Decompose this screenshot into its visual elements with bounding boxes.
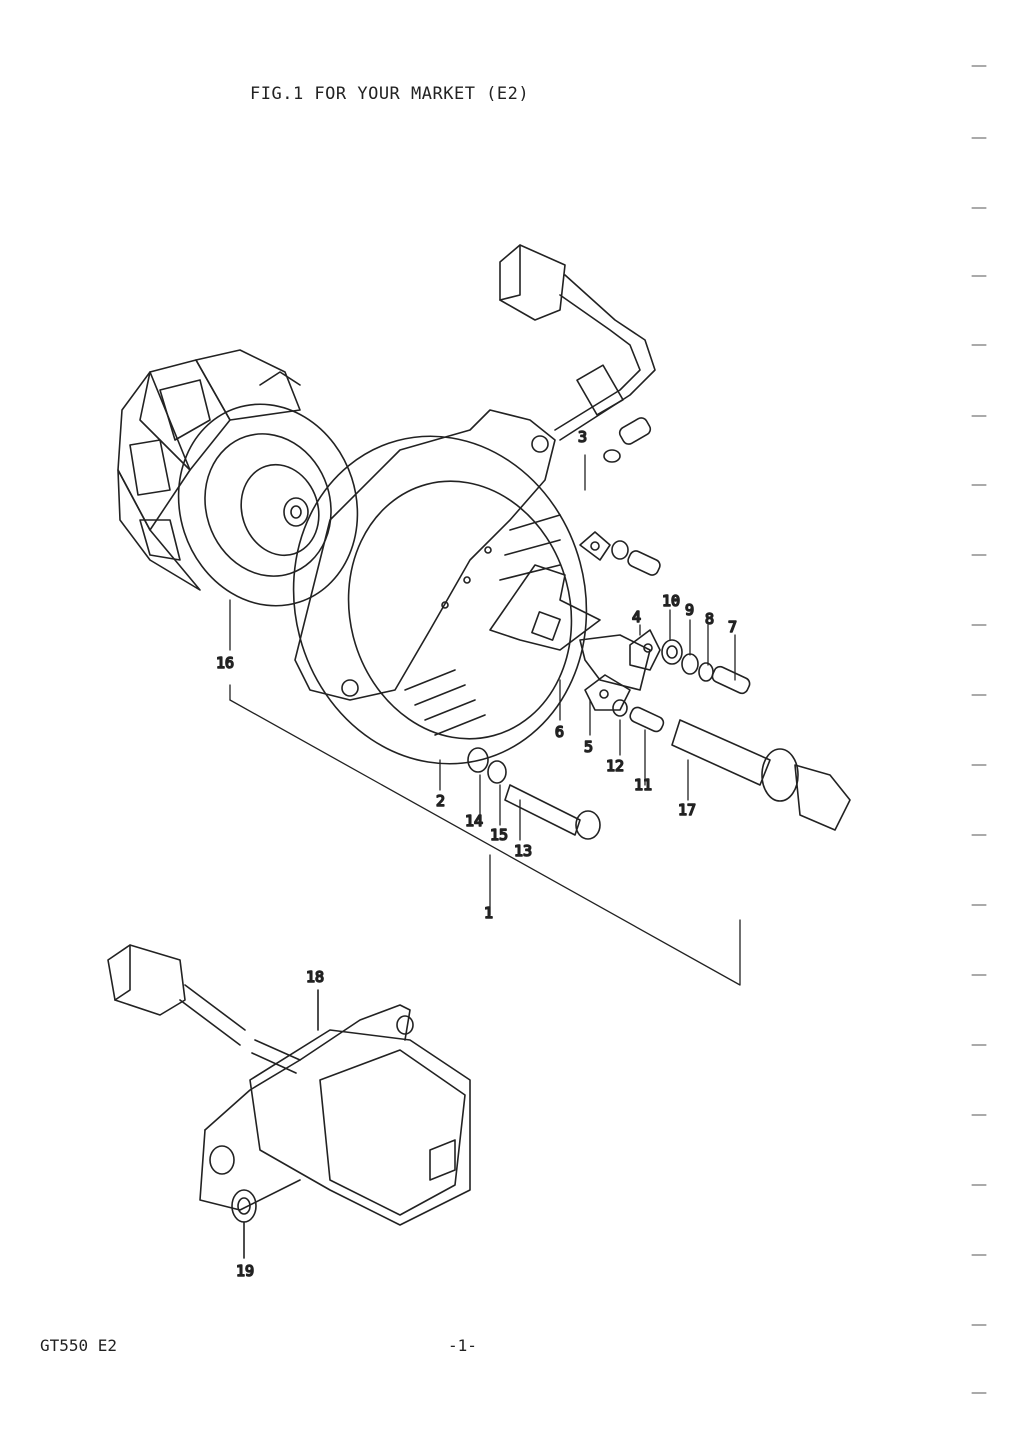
- callout-7: 7: [728, 618, 737, 636]
- callout-13: 13: [514, 842, 532, 860]
- callout-11: 11: [634, 776, 652, 794]
- callout-6: 6: [555, 723, 564, 741]
- callout-16: 16: [216, 654, 234, 672]
- assembly-bracket: [229, 454, 741, 986]
- page-number: -1-: [448, 1336, 477, 1355]
- bolt-17-drawing: [671, 719, 851, 831]
- washer-19-drawing: [231, 989, 319, 1259]
- stator-drawing: [292, 435, 588, 765]
- callout-18: 18: [306, 968, 324, 986]
- callout-10: 10: [662, 592, 680, 610]
- bolt-13-drawing: [467, 747, 601, 840]
- callout-17: 17: [678, 801, 696, 819]
- regulator-drawing: [107, 944, 471, 1226]
- callout-9: 9: [685, 601, 694, 619]
- rotor-drawing: [117, 349, 359, 607]
- fasteners-drawing: [603, 417, 751, 733]
- page-title: FIG.1 FOR YOUR MARKET (E2): [250, 84, 530, 104]
- callout-14: 14: [465, 812, 483, 830]
- callout-15: 15: [490, 826, 508, 844]
- harness-top-drawing: [499, 244, 656, 441]
- callout-1: 1: [484, 904, 493, 922]
- model-label: GT550 E2: [40, 1336, 118, 1355]
- callout-3: 3: [578, 428, 587, 446]
- callout-12: 12: [606, 757, 624, 775]
- page-edge-marks: [971, 65, 987, 1394]
- callout-5: 5: [584, 738, 593, 756]
- callout-19: 19: [236, 1262, 254, 1280]
- callout-8: 8: [705, 610, 714, 628]
- stator-cover-drawing: [294, 409, 556, 701]
- callout-2: 2: [436, 792, 445, 810]
- callout-4: 4: [632, 608, 641, 626]
- brush-holder-drawing: [489, 531, 661, 711]
